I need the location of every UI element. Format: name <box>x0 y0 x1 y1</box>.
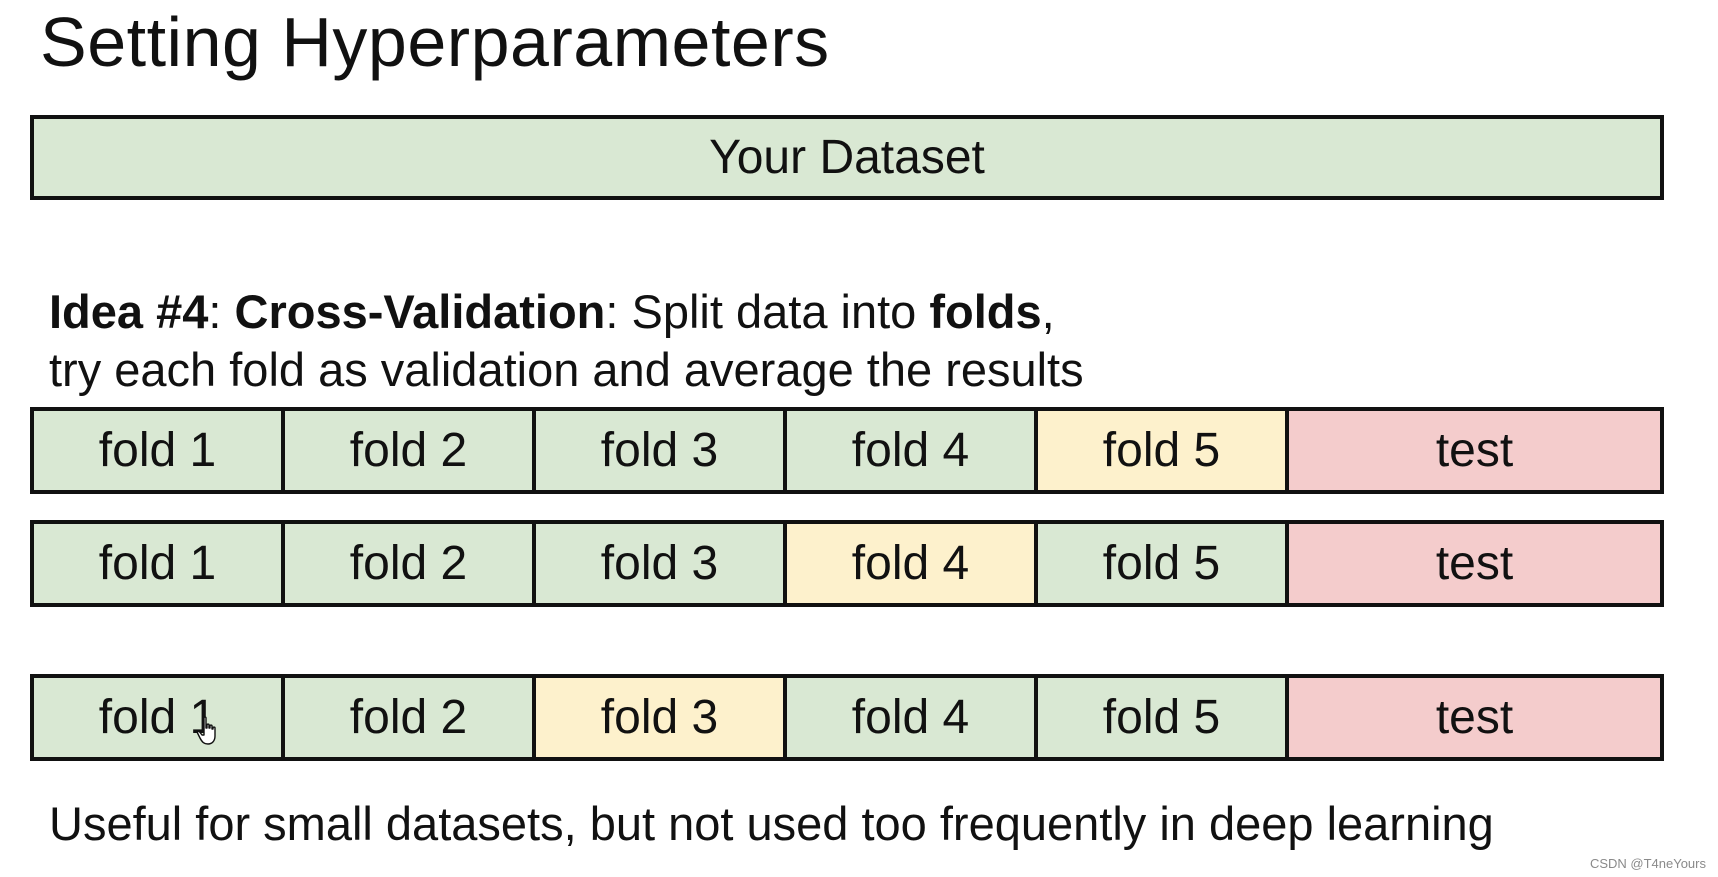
idea-line2: try each fold as validation and average … <box>49 343 1084 396</box>
footer-text: Useful for small datasets, but not used … <box>49 797 1494 850</box>
fold-cell: fold 2 <box>285 678 536 757</box>
fold-cell: fold 1 <box>34 411 285 490</box>
fold-cell: fold 4 <box>787 524 1038 603</box>
test-cell: test <box>1289 678 1660 757</box>
fold-row-1: fold 1 fold 2 fold 3 fold 4 fold 5 test <box>30 407 1664 494</box>
test-cell: test <box>1289 411 1660 490</box>
hand-pointer-icon <box>196 716 216 745</box>
fold-row-2: fold 1 fold 2 fold 3 fold 4 fold 5 test <box>30 520 1664 607</box>
fold-cell: fold 1 <box>34 678 285 757</box>
fold-cell: fold 2 <box>285 411 536 490</box>
fold-cell: fold 5 <box>1038 411 1289 490</box>
fold-cell: fold 5 <box>1038 524 1289 603</box>
idea-separator: : <box>208 285 235 338</box>
fold-cell: fold 1 <box>34 524 285 603</box>
idea-text: Idea #4: Cross-Validation: Split data in… <box>49 283 1084 399</box>
test-cell: test <box>1289 524 1660 603</box>
fold-cell: fold 4 <box>787 678 1038 757</box>
fold-cell: fold 3 <box>536 411 787 490</box>
fold-row-3: fold 1 fold 2 fold 3 fold 4 fold 5 test <box>30 674 1664 761</box>
dataset-bar: Your Dataset <box>30 115 1664 200</box>
slide-title: Setting Hyperparameters <box>40 3 830 81</box>
idea-end: , <box>1041 285 1055 338</box>
fold-cell: fold 5 <box>1038 678 1289 757</box>
idea-folds: folds <box>929 285 1042 338</box>
fold-cell: fold 3 <box>536 524 787 603</box>
fold-cell: fold 4 <box>787 411 1038 490</box>
fold-cell: fold 2 <box>285 524 536 603</box>
idea-middle: : Split data into <box>605 285 930 338</box>
idea-number: Idea #4 <box>49 285 209 338</box>
idea-term: Cross-Validation <box>234 285 606 338</box>
fold-cell: fold 3 <box>536 678 787 757</box>
watermark: CSDN @T4neYours <box>1589 856 1706 871</box>
dataset-label: Your Dataset <box>709 131 985 184</box>
